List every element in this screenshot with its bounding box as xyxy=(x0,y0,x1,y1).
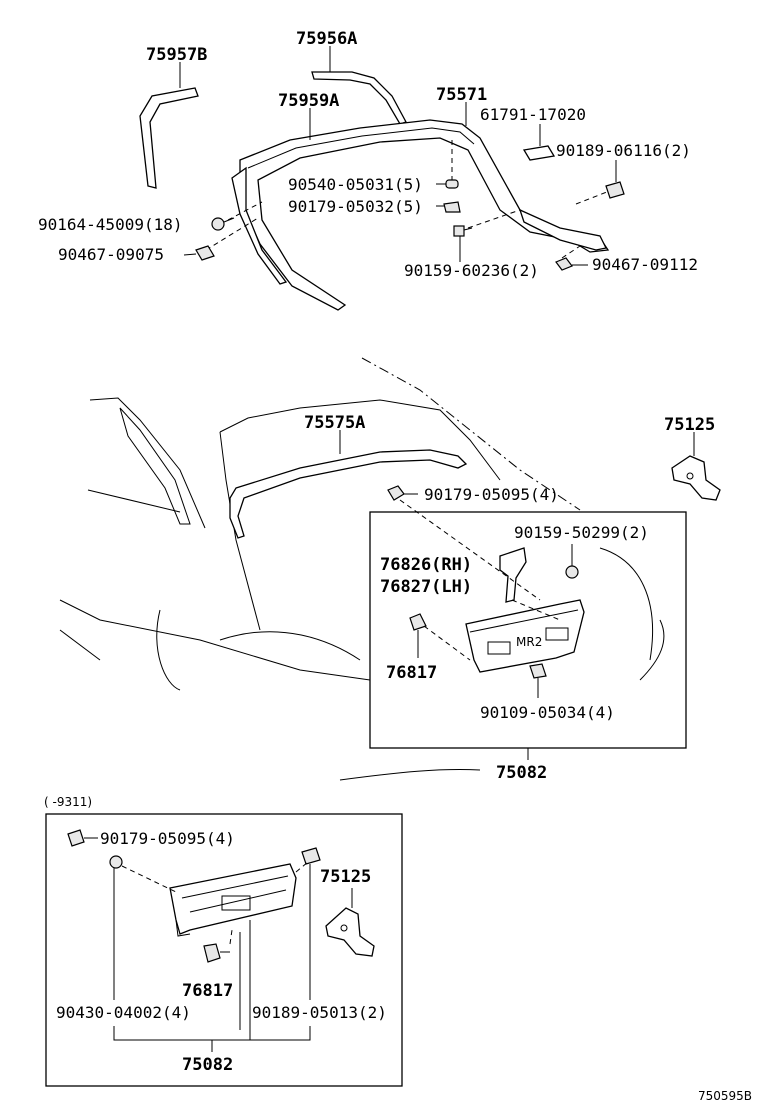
label-90159-60236: 90159-60236(2) xyxy=(404,261,539,280)
label-75125-top: 75125 xyxy=(664,415,715,435)
bracket-76826-76827 xyxy=(499,547,527,603)
emblem-text: MR2 xyxy=(516,635,542,649)
clip-76817-top xyxy=(409,613,427,658)
car-deck-lid xyxy=(219,399,501,481)
bottom-dash-2 xyxy=(229,929,233,945)
fastener-90540 xyxy=(445,179,459,189)
label-75125-bottom: 75125 xyxy=(320,867,371,887)
label-90164-45009: 90164-45009(18) xyxy=(38,215,183,234)
strip-75575A xyxy=(229,449,468,539)
spoiler-side-panel xyxy=(231,166,288,285)
label-90179-05095-bottom: 90179-05095(4) xyxy=(100,829,235,848)
car-rear-glass xyxy=(361,357,581,511)
bottom-bracket-line xyxy=(113,1026,311,1041)
car-body-section xyxy=(59,357,721,781)
top-spoiler-assembly xyxy=(139,46,625,311)
fastener-90179-05095-top xyxy=(387,485,418,501)
leader-90467-09075 xyxy=(183,253,197,256)
label-61791-17020: 61791-17020 xyxy=(480,105,586,124)
bottom-bracket-inner xyxy=(239,920,251,1040)
bolt-90189-05013 xyxy=(301,847,321,1000)
clip-76817-bottom xyxy=(203,943,230,963)
inset-dash-1 xyxy=(399,499,541,601)
label-75082-bottom: 75082 xyxy=(182,1055,233,1075)
spoiler-inner-edge xyxy=(247,127,475,169)
label-76817-top: 76817 xyxy=(386,663,437,683)
leader-dash-3 xyxy=(205,217,259,251)
label-90189-05013: 90189-05013(2) xyxy=(252,1003,387,1022)
car-window-frame xyxy=(119,407,191,525)
car-body-side xyxy=(59,599,371,681)
garnish-old xyxy=(169,863,297,935)
nut-90467-09112 xyxy=(555,257,573,271)
leader-dash-5 xyxy=(575,189,613,205)
label-75957B: 75957B xyxy=(146,45,207,65)
label-90109-05034: 90109-05034(4) xyxy=(480,703,615,722)
label-90467-09112: 90467-09112 xyxy=(592,255,698,274)
label-90430-04002: 90430-04002(4) xyxy=(56,1003,191,1022)
washer-90430 xyxy=(109,855,123,1000)
label-90179-05032: 90179-05032(5) xyxy=(288,197,423,216)
car-pillar xyxy=(87,489,181,513)
leader-dash-2 xyxy=(227,201,263,221)
garnish-top-ridge xyxy=(469,609,579,633)
fastener-90179-05032 xyxy=(443,201,461,213)
garnish-old-plate xyxy=(221,895,251,911)
car-ground-shadow xyxy=(339,768,481,781)
label-76827-lh: 76827(LH) xyxy=(380,577,472,597)
label-75956A: 75956A xyxy=(296,29,357,49)
leader-dash-4 xyxy=(467,209,521,229)
pad-61791-17020 xyxy=(522,145,556,161)
inset-box-9311 xyxy=(45,813,403,1087)
garnish-old-inner xyxy=(181,875,289,913)
label-75959A: 75959A xyxy=(278,91,339,111)
inset-dash-2 xyxy=(423,625,471,661)
inset-box-75082-top: MR2 xyxy=(369,499,687,760)
label-75082-top: 75082 xyxy=(496,763,547,783)
part-labels: 75957B 75956A 75959A 75571 61791-17020 9… xyxy=(38,29,752,1103)
garnish-old-end xyxy=(175,919,191,937)
label-90159-50299: 90159-50299(2) xyxy=(514,523,649,542)
bracket-75125-bottom xyxy=(325,888,375,957)
bracket-75125-top xyxy=(671,432,721,501)
spoiler-75571 xyxy=(239,119,610,311)
garnish-slot-right xyxy=(545,627,569,641)
label-76817-bottom: 76817 xyxy=(182,981,233,1001)
label-90179-05095-top: 90179-05095(4) xyxy=(424,485,559,504)
label-75571: 75571 xyxy=(436,85,487,105)
bottom-dash-3 xyxy=(295,861,309,873)
bolt-90164 xyxy=(211,217,235,231)
screw-90159-60236 xyxy=(453,225,473,237)
label-90540-05031: 90540-05031(5) xyxy=(288,175,423,194)
car-lower-line xyxy=(59,629,101,661)
leader-dash-6 xyxy=(561,245,581,259)
bottom-dash-1 xyxy=(121,865,177,893)
screw-90159-50299 xyxy=(565,544,579,579)
car-roof-line xyxy=(89,397,206,529)
nut-90467-09075 xyxy=(195,245,215,261)
label-76826-rh: 76826(RH) xyxy=(380,555,472,575)
car-wheel-arch xyxy=(156,609,361,691)
fastener-90179-05095-bottom xyxy=(67,829,98,847)
label-90467-09075: 90467-09075 xyxy=(58,245,164,264)
label-90189-06116: 90189-06116(2) xyxy=(556,141,691,160)
bolt-90189-06116 xyxy=(605,181,625,199)
label-75575A: 75575A xyxy=(304,413,365,433)
car-rear-bumper xyxy=(599,547,665,681)
diagram-id: 750595B xyxy=(698,1089,752,1103)
range-note: ( -9311) xyxy=(44,795,92,809)
moulding-75957B xyxy=(139,87,199,189)
garnish-slot-left xyxy=(487,641,511,655)
spoiler-rear-flange xyxy=(518,208,607,251)
bolt-90109-05034 xyxy=(529,663,547,698)
